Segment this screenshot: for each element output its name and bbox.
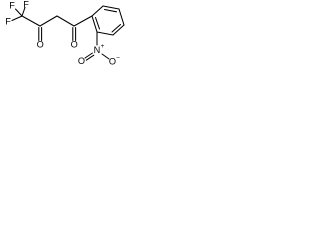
ring-bond-3: [118, 8, 125, 26]
ring-inner-bond-3: [94, 16, 101, 30]
atom-o-nitro-double-label: O: [78, 56, 85, 66]
bond-n-o-double-a: [84, 52, 94, 59]
chemical-structure-diagram: F F F O O N + O O −: [5, 0, 125, 66]
ring-bond-4: [112, 24, 125, 36]
atom-n-nitro-label: N: [94, 45, 101, 55]
bond-cf3-f2: [11, 15, 23, 22]
bond-n-o-single: [101, 53, 110, 60]
bond-n-o-double-b: [85, 54, 95, 61]
bond-c3-c4: [56, 15, 75, 27]
atom-o-nitro-single-charge: −: [116, 55, 120, 62]
ring-bond-2: [102, 5, 120, 10]
ring-bond-5: [96, 31, 114, 36]
atom-f1-label: F: [9, 1, 15, 11]
bond-c4-ring: [73, 15, 93, 27]
atom-o-nitro-single-label: O: [109, 56, 116, 66]
bond-c2-c3: [39, 15, 58, 27]
atom-n-nitro-charge: +: [101, 43, 105, 50]
atom-f3-label: F: [23, 0, 29, 9]
ring-inner-bond-2: [111, 23, 122, 33]
atom-f2-label: F: [5, 16, 11, 26]
bond-cf3-f1: [14, 8, 23, 17]
ring-bond-6: [91, 15, 98, 33]
ring-inner-bond-1: [103, 8, 118, 13]
atom-o-ketone2-label: O: [71, 39, 78, 49]
bond-cf3-c2: [21, 15, 41, 27]
bond-cf3-f3: [21, 6, 26, 17]
atom-o-ketone1-label: O: [37, 39, 44, 49]
ring-bond-1: [91, 5, 104, 17]
